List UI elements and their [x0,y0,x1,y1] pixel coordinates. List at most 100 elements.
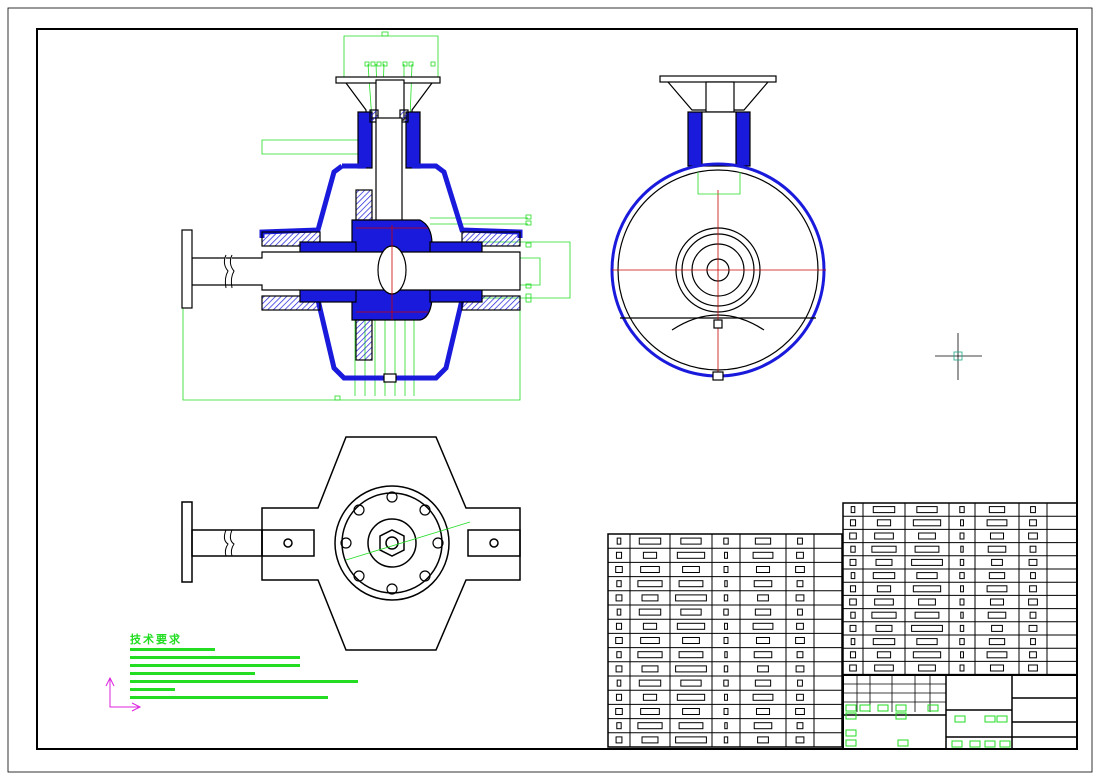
cell-text [960,545,964,553]
cell-text [615,708,623,715]
title-block [842,674,1078,750]
cell-text [637,580,663,588]
title-block-field [845,729,857,737]
cell-text [642,551,658,559]
cell-text [1030,572,1036,580]
parts-list [607,502,1078,750]
cell-text [642,622,658,630]
cell-text [641,736,659,744]
cell-text [675,594,707,602]
cell-text [916,506,938,514]
cell-text [849,519,857,527]
cell-text [912,519,942,527]
cell-text [754,679,772,687]
cell-text [724,551,728,559]
cell-text [795,708,805,715]
cell-text [637,722,663,730]
drawing-frame [36,28,1078,750]
cell-text [959,532,965,540]
cell-text [1028,624,1038,632]
cell-text [723,637,729,644]
cell-text [849,598,857,606]
title-block-field [927,704,939,712]
cell-text [918,664,936,672]
cell-text [723,537,729,545]
cell-text [850,638,856,646]
cell-text [795,665,805,673]
cell-text [682,637,700,644]
cell-text [723,736,729,744]
cell-text [959,598,965,606]
cell-text [640,708,660,715]
cell-text [682,708,700,715]
cell-text [849,624,857,632]
cell-text [755,708,771,715]
cell-text [960,585,964,593]
cell-text [989,664,1005,672]
cell-text [723,708,729,715]
side-view [610,75,826,381]
cell-text [849,651,857,659]
cell-text [615,637,623,644]
cell-text [615,622,623,630]
cell-text [959,506,965,514]
cell-text [616,580,622,588]
cell-text [682,566,700,573]
title-block-field [969,740,981,748]
cell-text [757,594,769,602]
cell-text [675,665,707,673]
cell-text [641,665,659,673]
cell-text [724,693,728,701]
sheet-border [7,7,1093,773]
cell-text [991,624,1003,632]
cell-text [1029,545,1037,553]
cell-text [1028,558,1038,566]
cell-text [724,580,728,588]
cell-text [675,736,707,744]
cell-text [615,551,623,559]
cell-text [723,665,729,673]
cell-text [914,611,940,619]
cell-text [680,537,702,545]
cell-text [1029,519,1037,527]
cell-text [757,736,769,744]
cell-text [615,594,623,602]
cell-text [795,637,805,644]
cell-text [755,637,771,644]
cell-text [874,532,894,540]
title-block-field [999,740,1011,748]
cell-text [912,651,942,659]
cell-text [723,566,729,573]
cell-text [960,519,964,527]
cell-text [723,608,729,616]
cell-text [986,651,1008,659]
title-block-field [859,704,871,712]
cell-text [850,506,856,514]
cell-text [795,736,805,744]
title-block-field [984,715,996,723]
title-block-field [845,712,857,720]
cell-text [752,551,774,559]
cell-text [640,566,660,573]
cell-text [752,622,774,630]
cell-text [638,537,662,545]
cell-text [911,558,943,566]
parts-list-right [842,502,1078,676]
title-block-field [996,715,1008,723]
cell-text [676,622,706,630]
cell-text [1029,651,1037,659]
cell-text [680,608,702,616]
cell-text [797,679,803,687]
cell-text [959,572,965,580]
cell-text [795,566,805,573]
cell-text [678,722,704,730]
tech-requirements-title: 技术要求 [130,633,182,646]
cell-text [874,664,894,672]
cell-text [724,722,728,730]
title-block-field [984,740,996,748]
cell-text [876,519,892,527]
cell-text [678,651,704,659]
cell-text [1028,664,1038,672]
cell-text [615,736,623,744]
cell-text [753,722,773,730]
